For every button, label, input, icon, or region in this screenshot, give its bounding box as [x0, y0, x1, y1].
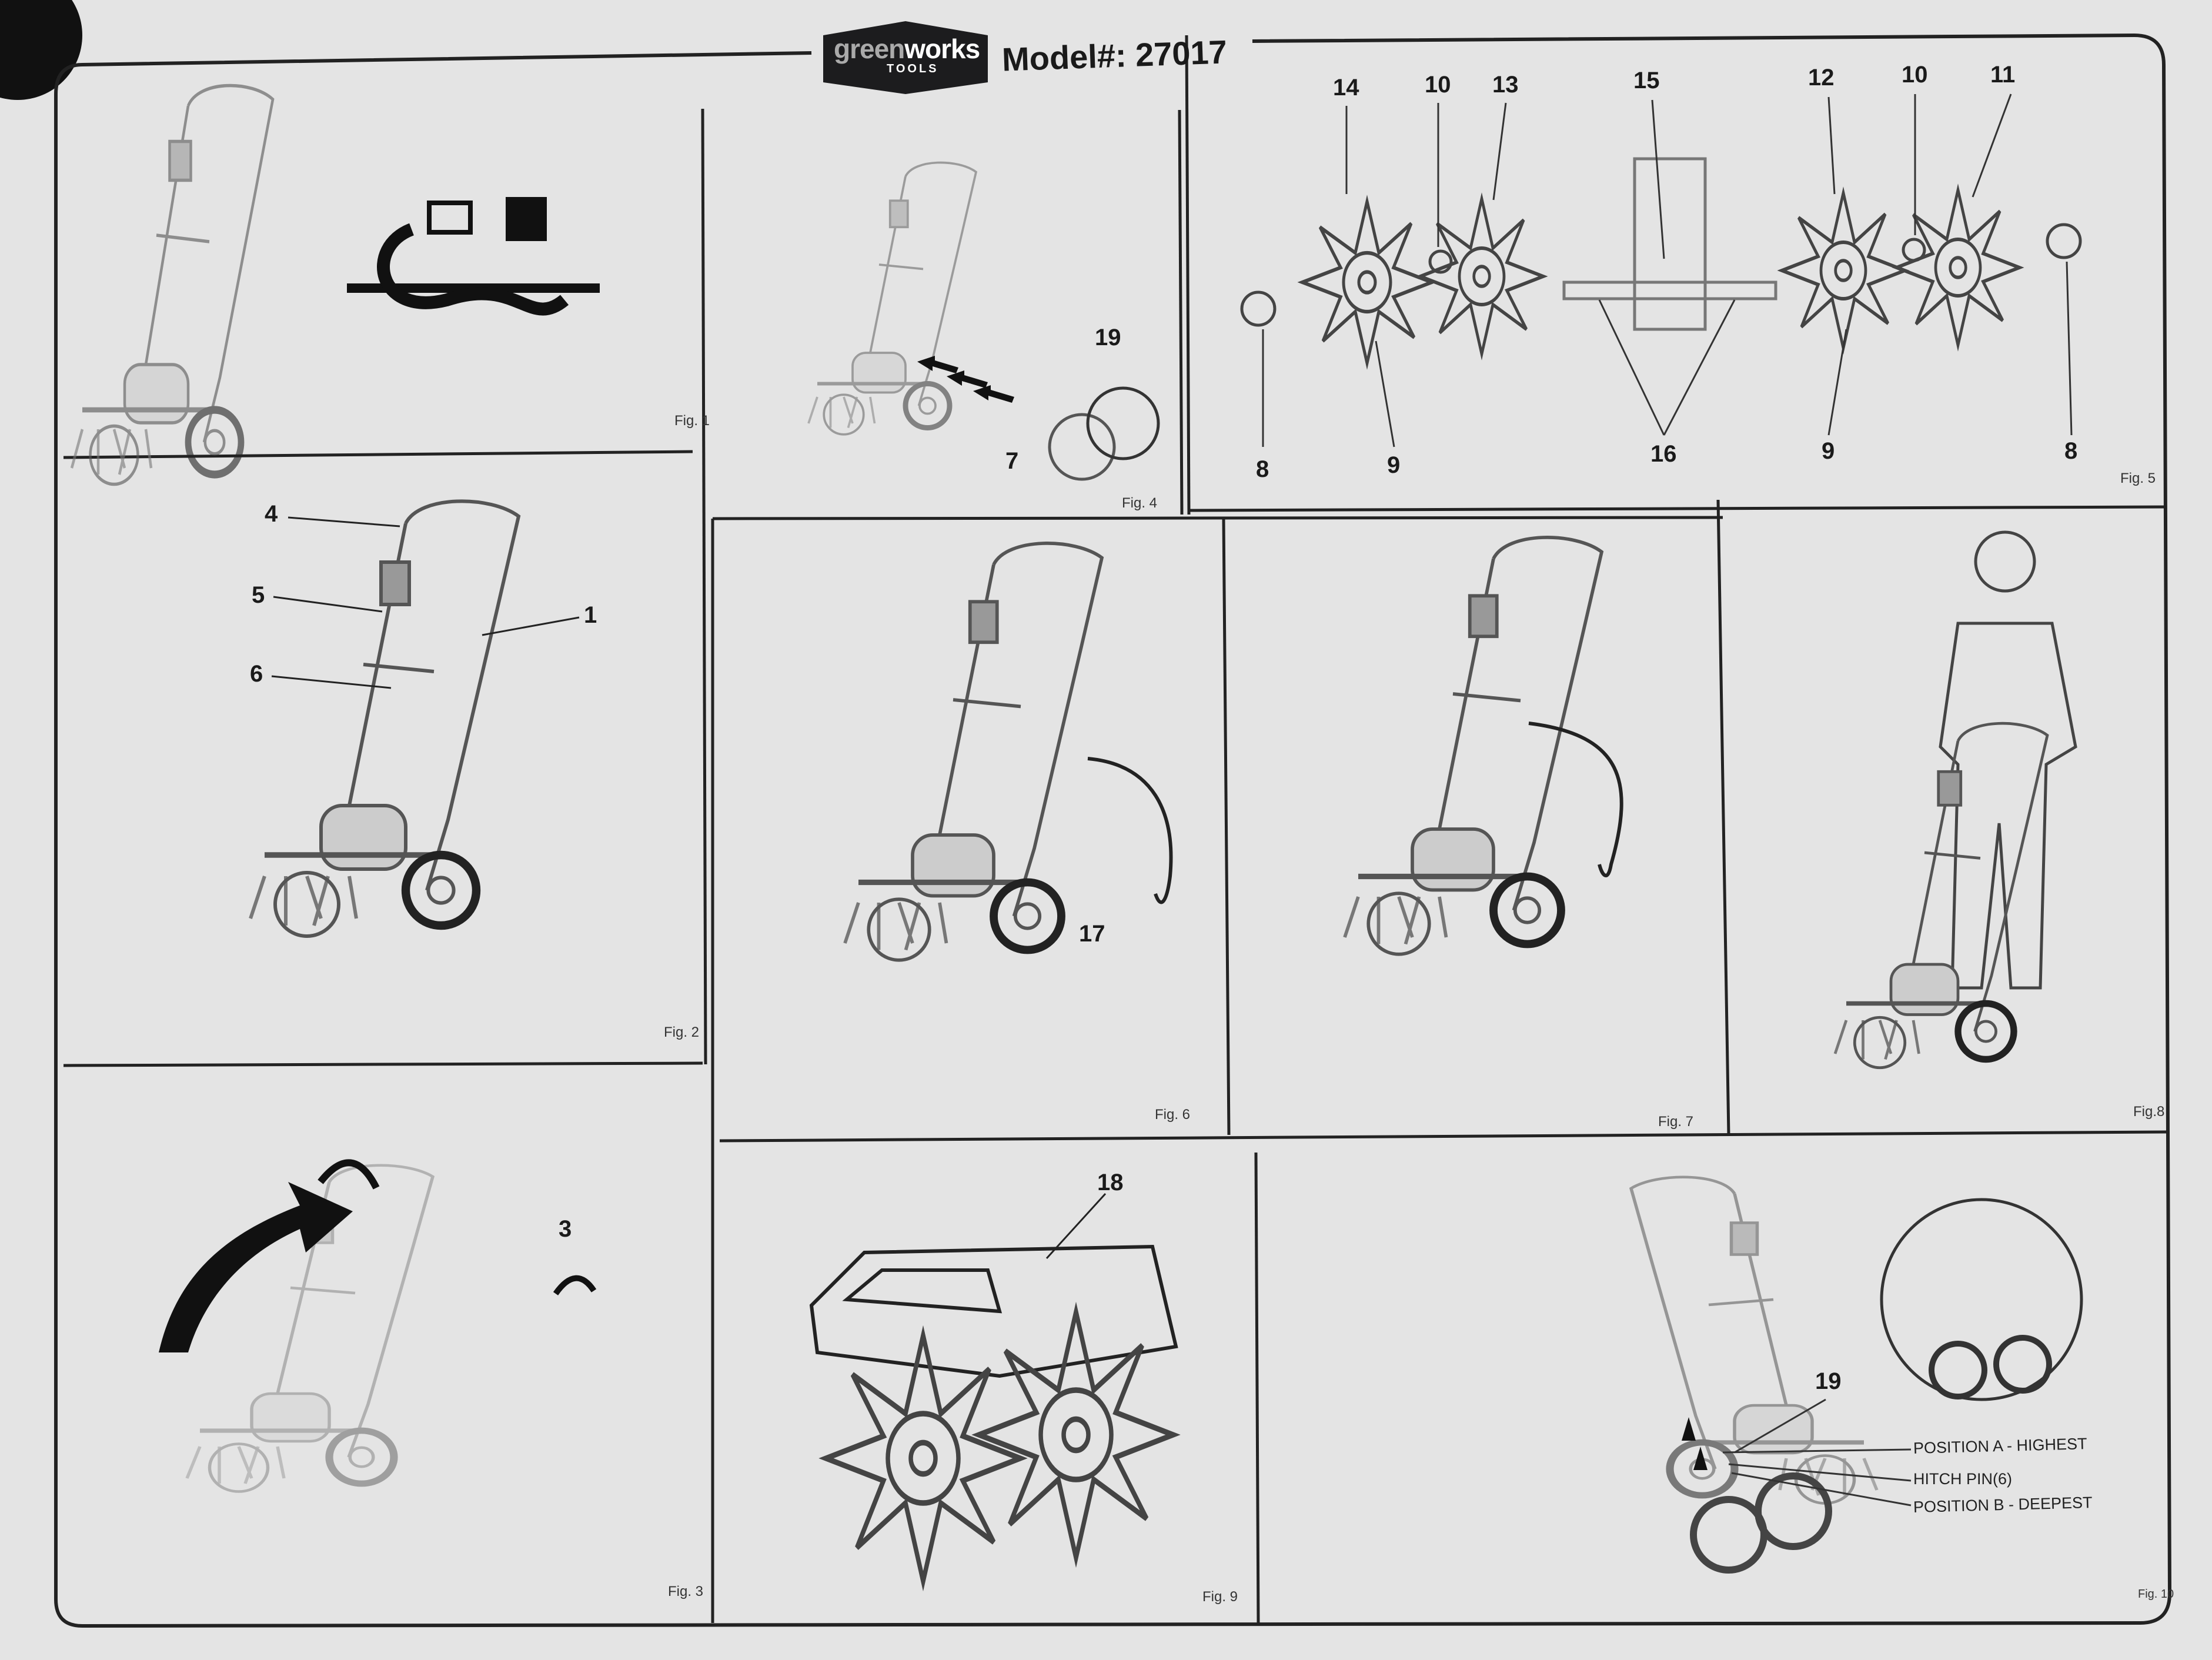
fig3-rotate-arrow-icon — [159, 1182, 353, 1352]
fig5-callout: 9 — [1822, 438, 1835, 464]
fig2-callout: 4 — [265, 501, 278, 527]
fig2-callout: 5 — [252, 582, 265, 608]
fig4-tiller — [808, 162, 976, 434]
fig6-extension-cord — [1087, 757, 1173, 904]
fig5-callout: 16 — [1650, 441, 1677, 467]
fig7-tiller — [1345, 537, 1602, 954]
fig4-label: Fig. 4 — [1122, 495, 1158, 511]
fig4-callout: 7 — [1005, 448, 1019, 474]
fig5-callout: 8 — [1256, 456, 1269, 482]
fig10-label: Fig. 10 — [2138, 1588, 2174, 1601]
fig4-wheel-assembly — [1048, 386, 1160, 481]
fig2-leader-lines — [271, 516, 580, 689]
model-number: Model#: 27017 — [1001, 33, 1228, 78]
page-frame — [54, 33, 2172, 1628]
fig7-extension-cord — [1528, 722, 1623, 877]
fig7-label: Fig. 7 — [1658, 1114, 1694, 1130]
fig5-tine-exploded-view — [1240, 93, 2082, 447]
fig5-label: Fig. 5 — [2120, 470, 2156, 486]
fig8-label: Fig.8 — [2133, 1104, 2165, 1120]
fig10-depth-adjustment — [1631, 1177, 2083, 1574]
fig6-label: Fig. 6 — [1155, 1107, 1191, 1123]
fig5-callout: 13 — [1492, 72, 1519, 98]
fig1-label: Fig. 1 — [674, 413, 710, 429]
fig8-operator-with-tiller — [1835, 530, 2077, 1068]
photo-corner-shadow — [0, 0, 82, 100]
fig3-flip-arrow-icon-2 — [553, 1275, 597, 1295]
fig4-callout: 19 — [1095, 325, 1121, 350]
fig5-callout: 14 — [1333, 75, 1359, 101]
fig3-label: Fig. 3 — [668, 1584, 704, 1599]
brand-logo-badge — [823, 21, 988, 94]
fig5-callout: 15 — [1633, 68, 1660, 93]
fig1-handle-cord-illustration — [72, 85, 600, 484]
fig5-callout: 11 — [1990, 62, 2016, 88]
panel-dividers — [63, 35, 2167, 1624]
brand-logo: greenworks — [834, 34, 980, 64]
fig2-callout: 6 — [250, 661, 263, 687]
fig10-hitch-pin-label: HITCH PIN(6) — [1913, 1470, 2012, 1488]
fig3-flip-arrow-icon — [318, 1159, 380, 1190]
fig2-label: Fig. 2 — [664, 1024, 700, 1040]
fig5-callout: 10 — [1425, 72, 1451, 98]
brand-logo-subtitle: TOOLS — [887, 62, 939, 75]
fig5-callout: 10 — [1902, 62, 1928, 88]
fig6-callout: 17 — [1079, 921, 1105, 947]
fig4-push-arrows-icon — [917, 356, 1014, 403]
fig2-callout: 1 — [584, 602, 597, 628]
fig10-callout: 19 — [1815, 1368, 1842, 1394]
fig5-callout: 8 — [2064, 438, 2078, 464]
fig9-callout: 18 — [1097, 1170, 1124, 1195]
fig9-tine-cover-closeup — [809, 1244, 1178, 1581]
fig5-callout: 12 — [1808, 65, 1835, 91]
fig6-tiller — [845, 543, 1102, 960]
fig3-callout: 3 — [559, 1216, 572, 1242]
fig5-callout: 9 — [1387, 452, 1401, 478]
fig9-label: Fig. 9 — [1202, 1589, 1238, 1605]
fig2-tiller-assembled — [250, 501, 519, 936]
